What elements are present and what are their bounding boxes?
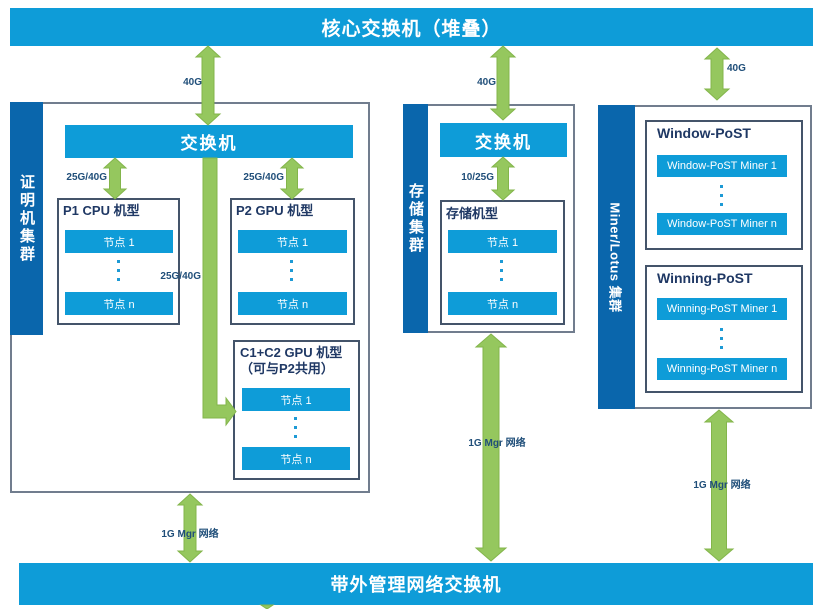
- storage-node-first: 节点 1: [448, 230, 557, 253]
- c1c2-node-last: 节点 n: [242, 447, 350, 470]
- link-label-1g-mgr-right: 1G Mgr 网络: [693, 480, 751, 491]
- c1c2-node-first: 节点 1: [242, 388, 350, 411]
- p1-cpu-title: P1 CPU 机型: [63, 203, 140, 218]
- p2-node-last: 节点 n: [238, 292, 347, 315]
- p1-ellipsis: [117, 260, 120, 281]
- c1c2-title-line1: C1+C2 GPU 机型: [240, 345, 343, 360]
- storage-switch-bar: 交换机: [440, 123, 567, 157]
- core-switch-bar: 核心交换机（堆叠）: [10, 8, 813, 46]
- window-post-miner-last: Window-PoST Miner n: [657, 213, 787, 235]
- winning-post-miner-first: Winning-PoST Miner 1: [657, 298, 787, 320]
- c1c2-gpu-title: C1+C2 GPU 机型 （可与P2共用）: [240, 345, 342, 377]
- storage-node-last: 节点 n: [448, 292, 557, 315]
- winning-post-ellipsis: [720, 328, 723, 349]
- window-post-ellipsis: [720, 185, 723, 206]
- window-post-title: Window-PoST: [657, 125, 751, 141]
- link-label-40g-mid: 40G: [477, 77, 496, 88]
- link-label-1g-mgr-mid: 1G Mgr 网络: [468, 438, 526, 449]
- c1c2-ellipsis: [294, 417, 297, 438]
- storage-machine-title: 存储机型: [446, 206, 499, 221]
- winning-post-miner-last: Winning-PoST Miner n: [657, 358, 787, 380]
- link-label-25g40g-c1c2: 25G/40G: [160, 271, 201, 282]
- oob-management-switch-label: 带外管理网络交换机: [330, 575, 502, 595]
- storage-cluster-name: 存储集群: [407, 182, 424, 255]
- proving-cluster-name: 证明机集群: [18, 173, 35, 264]
- storage-ellipsis: [500, 260, 503, 281]
- link-label-40g-left: 40G: [183, 77, 202, 88]
- p2-ellipsis: [290, 260, 293, 281]
- storage-switch-label: 交换机: [475, 132, 532, 152]
- p2-gpu-title: P2 GPU 机型: [236, 203, 314, 218]
- link-label-25g40g-p2: 25G/40G: [243, 172, 284, 183]
- miner-cluster-name: Miner/Lotus 集群: [608, 201, 623, 313]
- c1c2-title-line2: （可与P2共用）: [240, 361, 334, 376]
- arrow-core-to-miner: [703, 47, 731, 101]
- link-label-1g-mgr-left: 1G Mgr 网络: [161, 529, 219, 540]
- arrow-tip-below-oob: [259, 604, 275, 609]
- p2-node-first: 节点 1: [238, 230, 347, 253]
- window-post-miner-first: Window-PoST Miner 1: [657, 155, 787, 177]
- proving-switch-bar: 交换机: [65, 125, 353, 158]
- oob-management-switch-bar: 带外管理网络交换机: [19, 563, 813, 605]
- proving-switch-label: 交换机: [180, 134, 238, 153]
- winning-post-title: Winning-PoST: [657, 270, 753, 286]
- link-label-10-25g: 10/25G: [461, 172, 494, 183]
- p1-node-last: 节点 n: [65, 292, 173, 315]
- core-switch-label: 核心交换机（堆叠）: [321, 18, 502, 40]
- link-label-25g40g-p1: 25G/40G: [66, 172, 107, 183]
- p1-node-first: 节点 1: [65, 230, 173, 253]
- miner-cluster-sidebar: Miner/Lotus 集群: [598, 105, 635, 409]
- storage-cluster-sidebar: 存储集群: [403, 104, 428, 333]
- link-label-40g-right: 40G: [727, 63, 746, 74]
- proving-cluster-sidebar: 证明机集群: [10, 102, 43, 335]
